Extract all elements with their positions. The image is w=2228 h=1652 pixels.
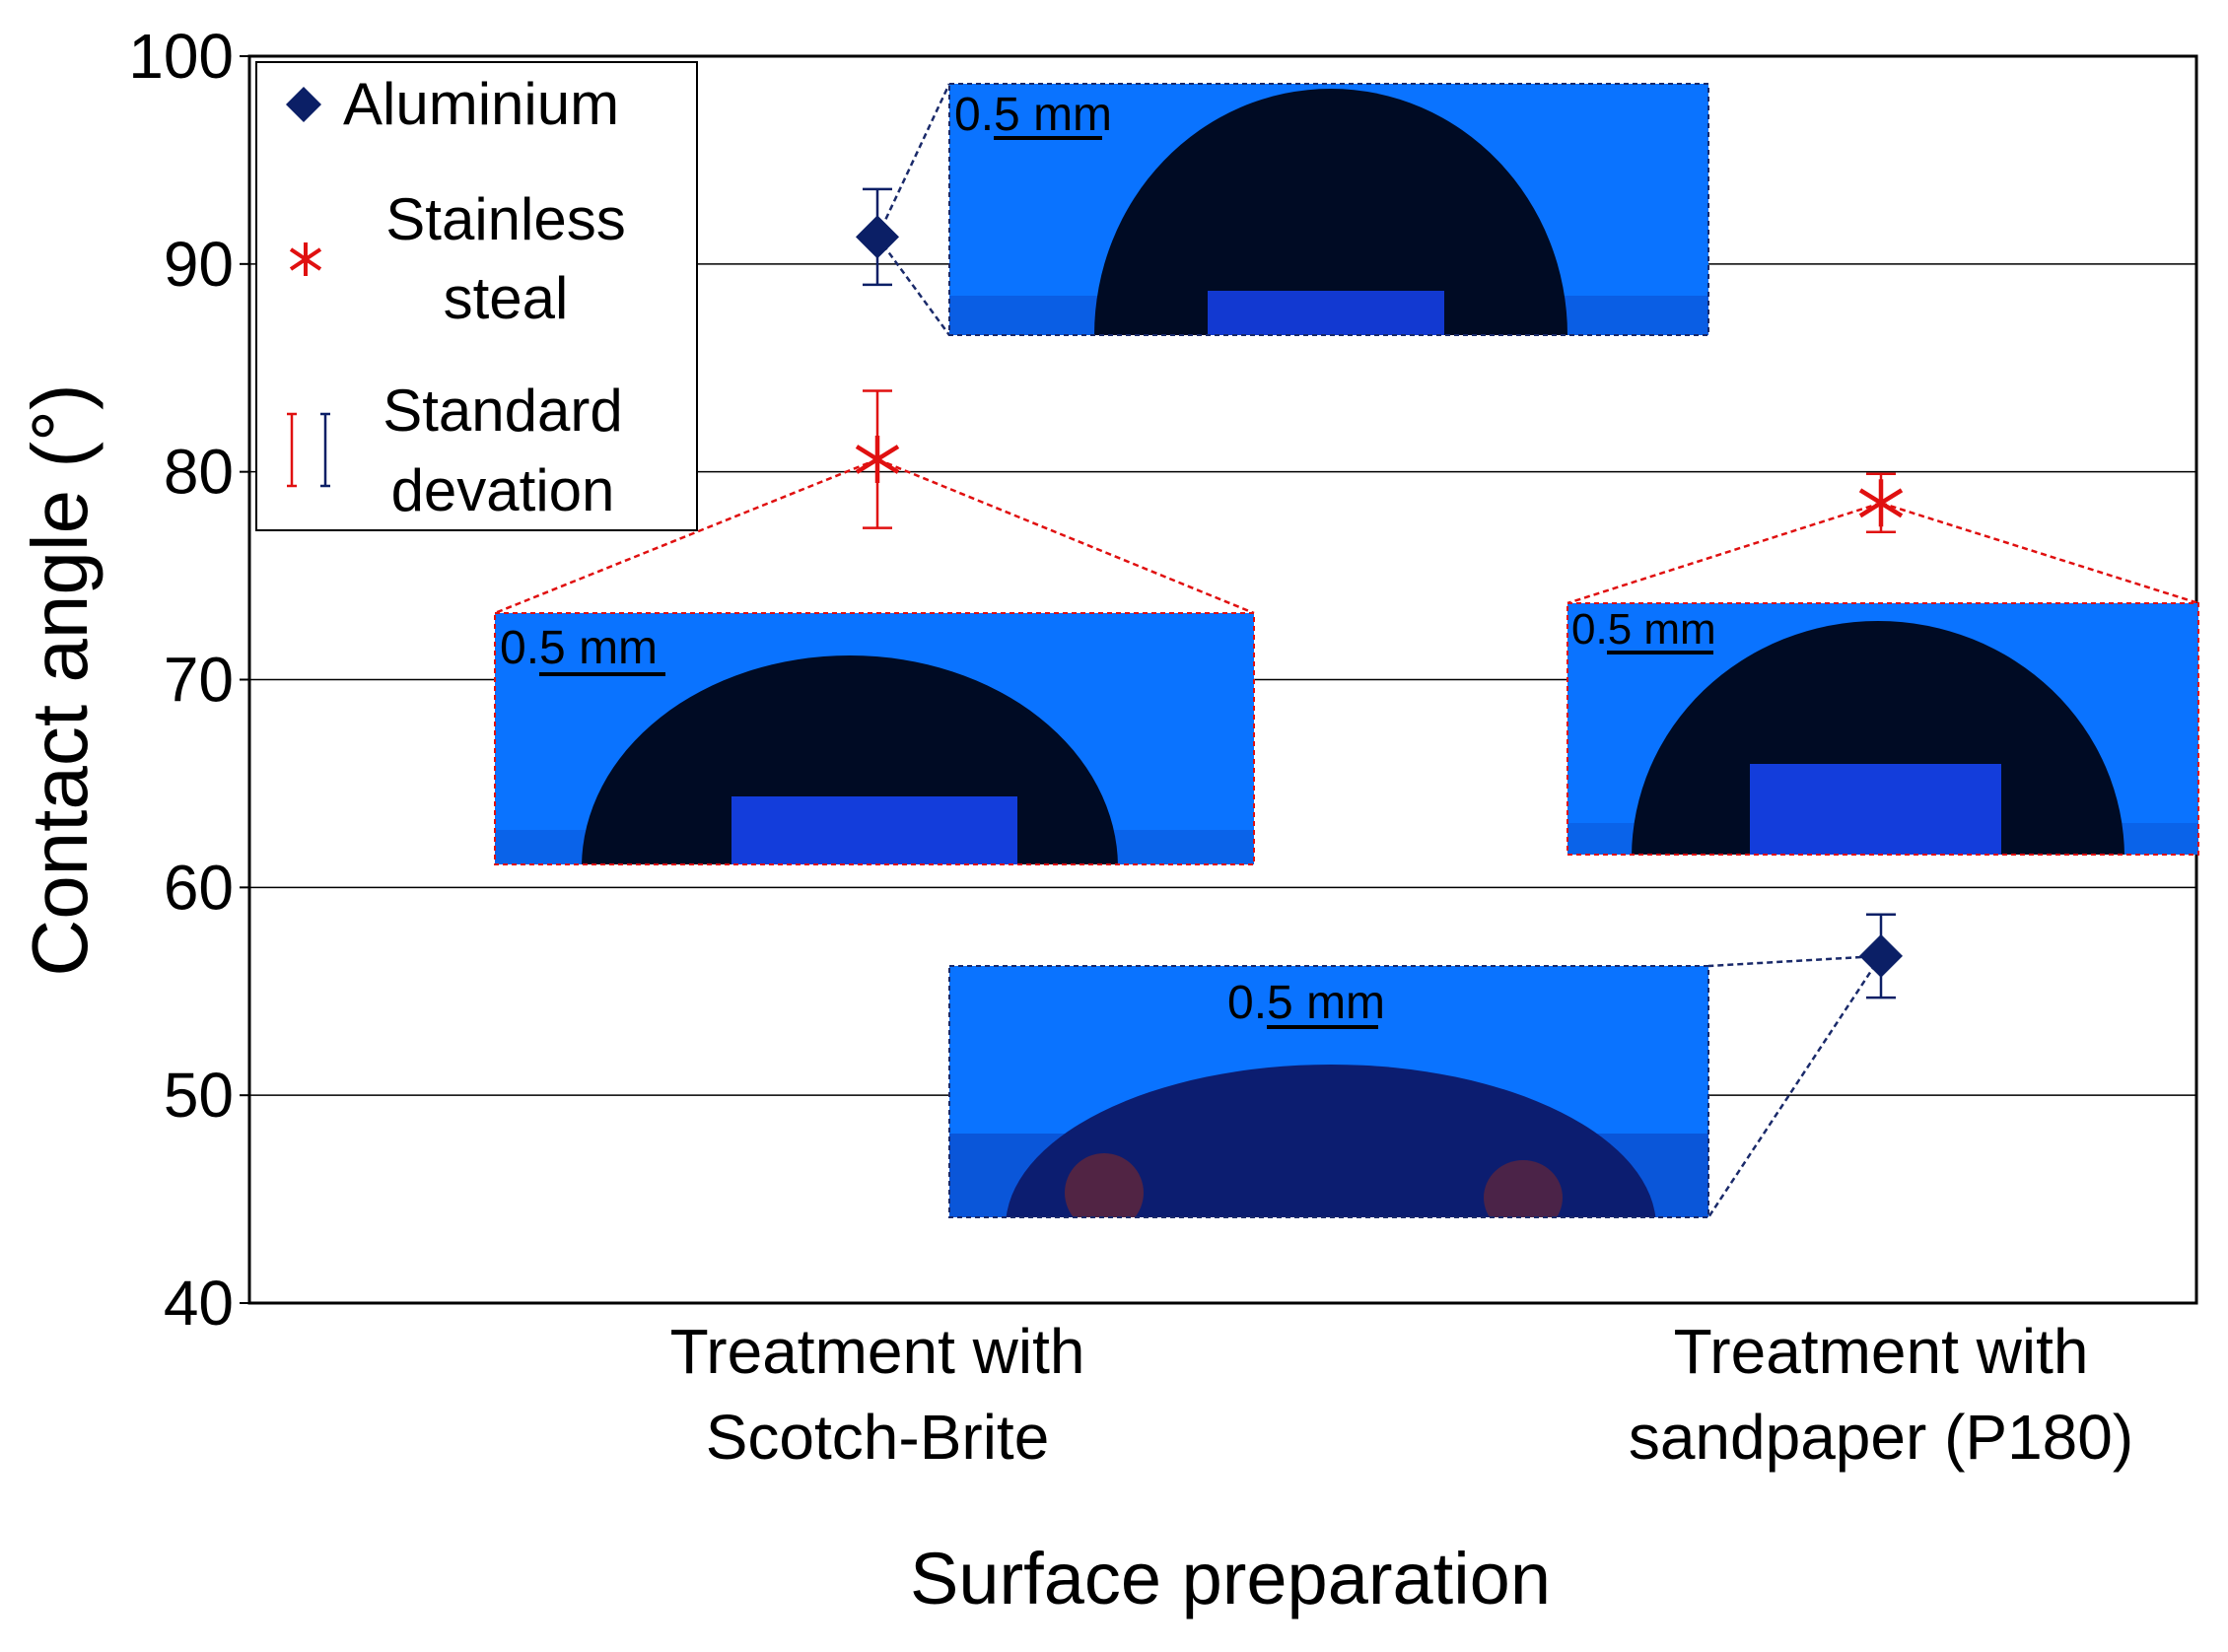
data-point-aluminium-1 (1859, 933, 1903, 978)
connector-line (1707, 954, 1882, 968)
droplet-shape (1006, 1065, 1656, 1217)
data-marks (855, 187, 1904, 999)
data-point-stainless-1 (1858, 479, 1904, 527)
inset-connectors (494, 83, 2199, 1218)
legend-stainless-label-line1: Stainless (385, 186, 625, 252)
connector-line (875, 83, 951, 238)
legend-stainless-marker (289, 242, 322, 276)
x-axis-title: Surface preparation (910, 1538, 1551, 1619)
inset-scale-label: 0.5 mm (1571, 605, 1716, 654)
inset-scale-label: 0.5 mm (954, 89, 1112, 141)
connector-line (1567, 502, 1882, 605)
y-tick-label-60: 60 (164, 852, 234, 923)
y-tick-label-90: 90 (164, 229, 234, 300)
legend-stainless-label-line2: steal (444, 265, 569, 331)
x-category-label-0-line2: Scotch-Brite (706, 1402, 1050, 1473)
legend-aluminium-label: Aluminium (343, 71, 619, 137)
inset-aluminium-sandpaper (949, 966, 1708, 1217)
asterisk-stroke (1858, 488, 1904, 518)
y-axis-title: Contact angle (°) (16, 383, 104, 976)
data-point-aluminium-0 (856, 215, 899, 259)
asterisk-stroke (855, 445, 900, 474)
legend-box (255, 61, 698, 531)
data-point-stainless-0 (855, 436, 900, 484)
y-tick-label-100: 100 (128, 21, 234, 92)
legend-aluminium-marker (286, 87, 321, 122)
droplet-reflection (1484, 1160, 1563, 1217)
connector-line (1880, 502, 2199, 605)
inset-scale-label: 0.5 mm (1227, 977, 1385, 1029)
inset-scale-label: 0.5 mm (500, 622, 658, 674)
x-category-label-1-line1: Treatment with (1674, 1316, 2089, 1387)
connector-line (876, 457, 1255, 615)
y-tick-label-40: 40 (164, 1268, 234, 1339)
connector-line (875, 236, 951, 336)
legend-error-label-line2: devation (391, 457, 615, 523)
y-tick-label-80: 80 (164, 437, 234, 508)
y-tick-label-70: 70 (164, 645, 234, 716)
droplet-highlight (1208, 291, 1444, 335)
droplet-reflection (1065, 1153, 1144, 1217)
x-category-label-0-line1: Treatment with (670, 1316, 1085, 1387)
droplet-highlight (731, 796, 1017, 864)
inset-stainless-scotch-brite (495, 613, 1254, 864)
inset-aluminium-scotch-brite (949, 84, 1708, 335)
y-tick-labels: 40 50 60 70 80 90 100 (128, 21, 234, 1339)
x-category-label-1-line2: sandpaper (P180) (1629, 1402, 2133, 1473)
inset-border (1567, 602, 2199, 856)
droplet-shape (1094, 89, 1567, 335)
inset-stainless-sandpaper (1567, 603, 2198, 855)
y-tick-label-50: 50 (164, 1060, 234, 1131)
legend-errorbar-blue (320, 412, 330, 488)
legend: Aluminium Stainless steal Standard devat… (255, 61, 698, 531)
connector-line (1706, 955, 1883, 1218)
legend-errorbar-red (287, 412, 297, 488)
legend-error-label-line1: Standard (383, 378, 623, 444)
droplet-highlight (1750, 764, 2001, 855)
